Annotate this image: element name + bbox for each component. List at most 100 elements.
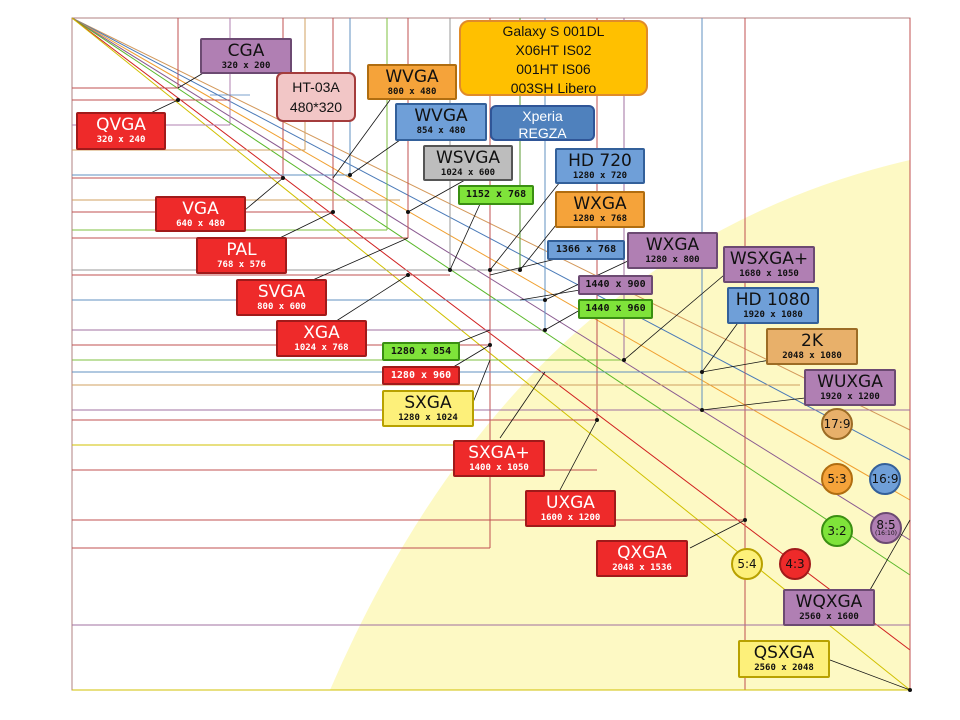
label-wsxga-plus: WSXGA+ 1680 x 1050 [723,246,815,283]
label-wqxga-res: 2560 x 1600 [799,612,859,622]
label-uxga-name: UXGA [546,493,595,513]
ratio-line-3-2 [71,17,911,576]
label-hd1080-res: 1920 x 1080 [743,310,803,320]
phone-line-2: X06HT IS02 [515,42,592,58]
label-pal-name: PAL [226,240,257,260]
label-wxga-1280x768-name: WXGA [573,194,627,214]
ratio-4-3-label: 4:3 [785,557,805,571]
label-1366x768: 1366 x 768 [547,240,625,260]
ratio-8-5-sublabel: (16:10) [875,530,897,537]
label-1440x900: 1440 x 900 [578,275,653,295]
label-1152x768-res: 1152 x 768 [465,189,527,200]
ratio-line-5-3 [71,17,911,501]
label-wvga-800: WVGA 800 x 480 [367,64,457,100]
label-sxga-res: 1280 x 1024 [398,413,458,423]
ratio-5-4-badge: 5:4 [731,548,763,580]
label-1440x960: 1440 x 960 [578,299,653,319]
label-cga-name: CGA [227,41,265,61]
ratio-line-5-4 [71,17,911,691]
label-svga-res: 800 x 600 [257,302,306,312]
label-wuxga: WUXGA 1920 x 1200 [804,369,896,406]
label-qvga: QVGA 320 x 240 [76,112,166,150]
label-wvga-854: WVGA 854 x 480 [395,103,487,141]
label-2k-name: 2K [801,331,823,351]
label-wqxga-name: WQXGA [795,592,863,612]
label-2k: 2K 2048 x 1080 [766,328,858,365]
ratio-16-9-label: 16:9 [871,472,899,486]
label-qxga-res: 2048 x 1536 [612,563,672,573]
label-wsvga-name: WSVGA [435,148,501,168]
ratio-line-16-9 [71,17,911,461]
label-wuxga-res: 1920 x 1200 [820,392,880,402]
label-wuxga-name: WUXGA [817,372,883,392]
ratio-line-8-5 [71,17,911,541]
label-vga-name: VGA [182,199,219,219]
label-2k-res: 2048 x 1080 [782,351,842,361]
ratio-8-5-badge: 8:5 (16:10) [870,512,902,544]
xperia-line-2: REGZA [518,125,567,141]
label-wsxga-plus-res: 1680 x 1050 [739,269,799,279]
label-qxga-name: QXGA [617,543,667,563]
label-uxga-res: 1600 x 1200 [540,513,601,523]
label-1280x960-res: 1280 x 960 [390,369,452,381]
label-1440x900-res: 1440 x 900 [585,279,646,290]
ratio-4-3-badge: 4:3 [779,548,811,580]
phone-line-4: 003SH Libero [510,80,597,96]
label-1280x854-res: 1280 x 854 [390,345,452,357]
xperia-line-1: Xperia [522,108,563,124]
label-cga-res: 320 x 200 [221,61,271,71]
label-qvga-res: 320 x 240 [96,135,146,145]
ratio-17-9-badge: 17:9 [821,408,853,440]
ratio-3-2-label: 3:2 [827,524,847,538]
label-wsvga: WSVGA 1024 x 600 [423,145,513,181]
ht03a-line-2: 480*320 [289,99,343,115]
label-wxga-1280x800: WXGA 1280 x 800 [627,232,718,269]
ratio-5-3-label: 5:3 [827,472,847,486]
label-hd1080: HD 1080 1920 x 1080 [727,287,819,324]
label-wxga-1280x800-res: 1280 x 800 [645,255,700,265]
label-sxga-plus-name: SXGA+ [468,443,530,463]
label-qsxga-res: 2560 x 2048 [754,663,814,673]
label-svga-name: SVGA [257,282,306,302]
label-hd720: HD 720 1280 x 720 [555,148,645,184]
label-wsvga-res: 1024 x 600 [440,168,496,178]
label-1280x960: 1280 x 960 [382,366,460,385]
label-wvga-854-name: WVGA [414,106,468,126]
label-1440x960-res: 1440 x 960 [585,303,646,314]
label-pal-res: 768 x 576 [217,260,266,270]
label-wvga-854-res: 854 x 480 [416,126,466,136]
label-wvga-800-res: 800 x 480 [387,87,437,97]
label-1152x768: 1152 x 768 [458,185,534,205]
label-wxga-1280x800-name: WXGA [645,235,700,255]
phone-callout-galaxy: Galaxy S 001DL X06HT IS02 001HT IS06 003… [459,20,648,96]
label-pal: PAL 768 x 576 [196,237,287,274]
phone-line-3: 001HT IS06 [516,61,591,77]
label-1366x768-res: 1366 x 768 [555,244,617,255]
label-xga: XGA 1024 x 768 [276,320,367,357]
ratio-8-5-label: 8:5 [876,518,896,532]
label-hd720-res: 1280 x 720 [572,171,628,181]
label-sxga-plus: SXGA+ 1400 x 1050 [453,440,545,477]
label-xga-res: 1024 x 768 [294,343,349,353]
label-xga-name: XGA [303,323,340,343]
label-wxga-1280x768: WXGA 1280 x 768 [555,191,645,228]
label-qsxga-name: QSXGA [753,643,815,663]
ratio-5-4-label: 5:4 [737,557,757,571]
label-svga: SVGA 800 x 600 [236,279,327,316]
phone-callout-xperia: Xperia REGZA [490,105,595,141]
ratio-16-9-badge: 16:9 [869,463,901,495]
label-wvga-800-name: WVGA [385,67,439,87]
phone-callout-ht03a: HT-03A 480*320 [276,72,356,122]
ratio-5-3-badge: 5:3 [821,463,853,495]
label-qxga: QXGA 2048 x 1536 [596,540,688,577]
label-vga: VGA 640 x 480 [155,196,246,232]
label-wsxga-plus-name: WSXGA+ [729,249,809,269]
label-wxga-1280x768-res: 1280 x 768 [572,214,628,224]
label-qsxga: QSXGA 2560 x 2048 [738,640,830,678]
label-cga: CGA 320 x 200 [200,38,292,74]
label-vga-res: 640 x 480 [176,219,225,229]
ratio-line-4-3 [71,17,911,651]
label-hd720-name: HD 720 [568,151,632,171]
ratio-3-2-badge: 3:2 [821,515,853,547]
phone-line-1: Galaxy S 001DL [502,23,605,39]
